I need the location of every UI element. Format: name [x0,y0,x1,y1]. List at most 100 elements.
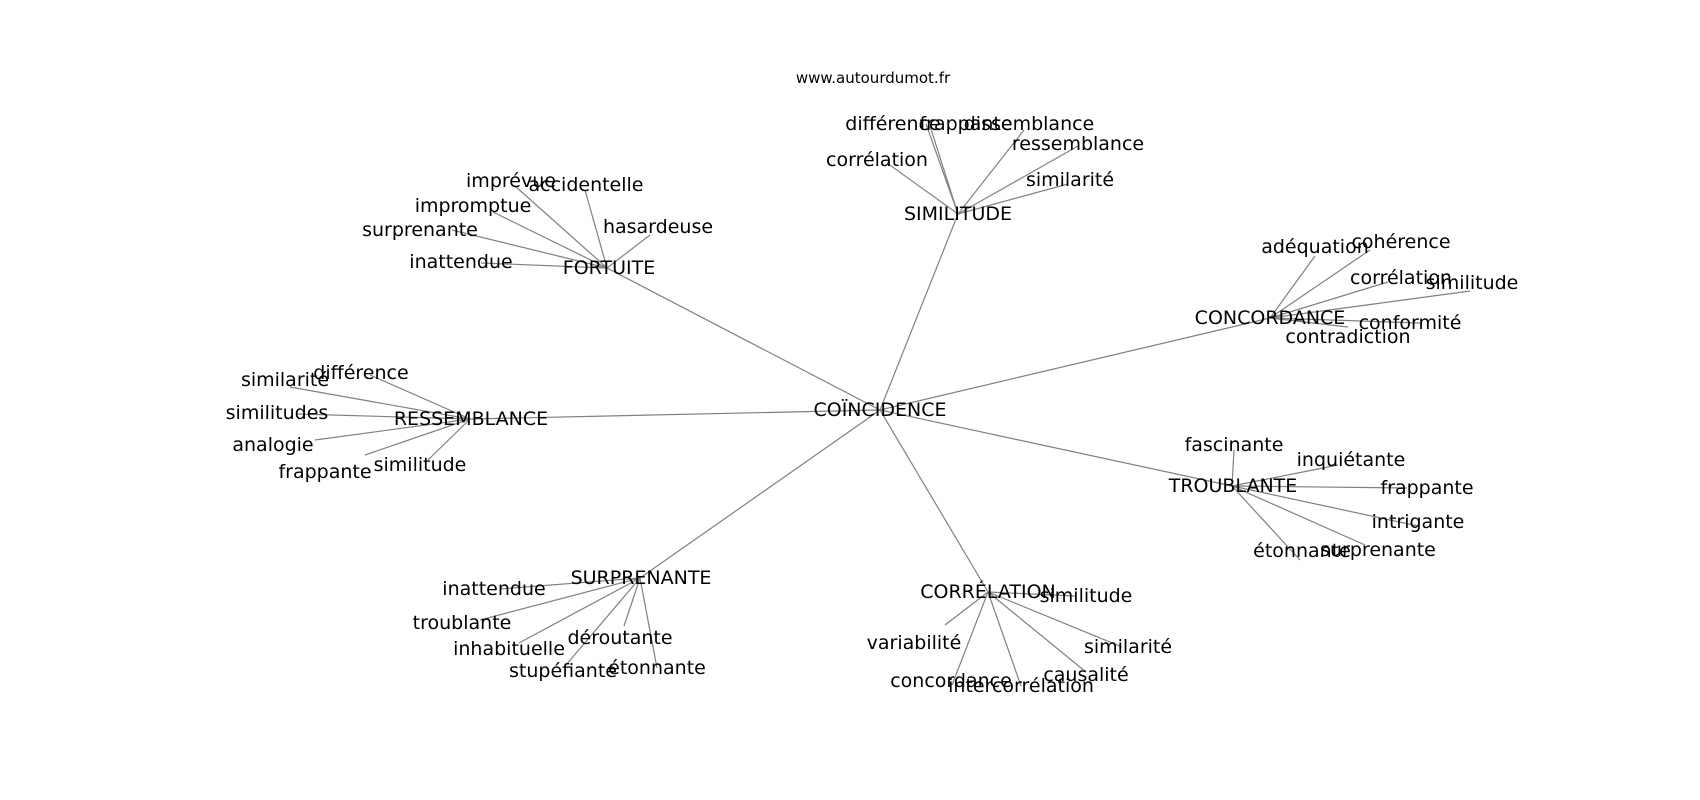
leaf-node-correlation-intercorrelation: intercorrélation [948,675,1094,697]
edge-similitude-similarite [957,183,1069,215]
edge-similitude-frappante [929,125,959,215]
edge-concordance-correlation [1269,281,1389,319]
edge-troublante-intrigante [1231,485,1419,527]
edge-ressemblance-similarite [289,386,471,420]
edge-correlation-intercorrelation [987,591,1022,687]
edge-surprenante-deroutante [623,577,641,627]
edge-concordance-coherence [1269,249,1371,319]
leaf-node-concordance-contradiction: contradiction [1285,326,1410,348]
leaf-node-troublante-surprenante: surprenante [1320,539,1436,561]
edge-surprenante-inattendue [499,577,641,590]
hub-node-ressemblance: RESSEMBLANCE [394,408,548,430]
edge-root-similitude [879,213,959,411]
edge-concordance-contradiction [1269,317,1349,328]
leaf-node-surprenante-inhabituelle: inhabituelle [453,638,565,660]
leaf-node-similitude-similarite: similarité [1026,169,1114,191]
edge-ressemblance-similitude [427,418,471,461]
leaf-node-similitude-correlation: corrélation [826,149,928,171]
edge-correlation-similitude [987,591,1076,597]
hub-node-troublante: TROUBLANTE [1168,475,1298,497]
edge-root-correlation [879,409,989,593]
leaf-node-fortuite-hasardeuse: hasardeuse [603,216,713,238]
leaf-node-correlation-variabilite: variabilité [867,632,962,654]
leaf-node-concordance-correlation: corrélation [1350,267,1452,289]
leaf-node-fortuite-surprenante: surprenante [362,219,478,241]
hub-node-concordance: CONCORDANCE [1195,307,1346,329]
edge-similitude-ressemblance [957,145,1079,215]
leaf-node-concordance-similitude: similitude [1426,272,1519,294]
hub-node-surprenante: SURPRENANTE [571,567,712,589]
edge-correlation-concordance [951,591,989,686]
edge-correlation-similarite [987,591,1123,648]
labels-layer: www.autourdumot.fr COÏNCIDENCE SIMILITUDE… [226,69,1519,697]
hub-node-fortuite: FORTUITE [563,257,655,279]
edge-ressemblance-similitudes [296,413,471,420]
edge-fortuite-impromptue [492,211,608,269]
leaf-node-ressemblance-analogie: analogie [232,434,313,456]
edge-surprenante-troublante [479,577,641,621]
leaf-node-concordance-adequation: adéquation [1261,236,1369,258]
edge-troublante-fascinante [1231,449,1235,487]
edge-fortuite-accidentelle [584,189,608,269]
leaf-node-ressemblance-similarite: similarité [241,369,329,391]
leaf-node-troublante-etonnante: étonnante [1253,540,1351,562]
leaf-node-fortuite-impromptue: impromptue [415,195,532,217]
leaf-node-ressemblance-difference: différence [313,362,408,384]
leaf-node-similitude-frappante: frappante [919,113,1012,135]
leaf-node-correlation-similarite: similarité [1084,636,1172,658]
edge-troublante-surprenante [1231,485,1366,546]
edge-concordance-adequation [1269,255,1316,319]
hub-node-correlation: CORRÉLATION [920,580,1056,603]
edge-surprenante-inhabituelle [518,577,641,644]
leaf-node-correlation-concordance: concordance [890,670,1012,692]
leaf-node-surprenante-troublante: troublante [413,612,512,634]
leaf-node-surprenante-deroutante: déroutante [567,627,672,649]
edge-concordance-similitude [1269,290,1471,319]
edge-fortuite-inattendue [480,262,608,269]
leaf-node-correlation-causalite: causalité [1043,664,1128,686]
root-node-label: COÏNCIDENCE [813,398,946,421]
edge-root-surprenante [639,409,881,579]
leaf-node-troublante-fascinante: fascinante [1185,434,1284,456]
edge-surprenante-stupefiante [565,577,641,666]
edge-concordance-conformite [1269,317,1421,324]
leaf-node-surprenante-stupefiante: stupéfiante [509,660,617,682]
edge-fortuite-hasardeuse [606,234,651,269]
edge-root-concordance [879,317,1271,411]
leaf-node-surprenante-etonnante: étonnante [608,657,706,679]
leaf-node-concordance-conformite: conformité [1359,312,1462,334]
edge-ressemblance-analogie [314,418,471,441]
leaf-node-fortuite-inattendue: inattendue [409,251,512,273]
edge-troublante-frappante [1231,485,1408,489]
edge-ressemblance-difference [369,374,471,420]
leaf-node-similitude-ressemblance: ressemblance [1012,133,1144,155]
edge-root-ressemblance [469,409,881,420]
leaf-node-similitude-difference: différence [845,113,940,135]
edge-root-troublante [879,409,1233,487]
leaf-node-ressemblance-similitude: similitude [374,454,467,476]
edge-troublante-etonnante [1231,485,1301,561]
leaf-node-troublante-inquietante: inquiétante [1297,449,1406,471]
edge-fortuite-imprevue [514,185,608,269]
leaf-node-ressemblance-similitudes: similitudes [226,402,329,424]
edge-troublante-inquietante [1231,464,1339,487]
edge-fortuite-surprenante [451,229,608,269]
leaf-node-similitude-dissemblance: dissemblance [964,113,1095,135]
leaf-node-troublante-intrigante: intrigante [1372,511,1465,533]
leaf-node-fortuite-accidentelle: accidentelle [529,174,644,196]
hub-node-similitude: SIMILITUDE [904,203,1012,225]
leaf-node-concordance-coherence: cohérence [1351,231,1450,253]
edge-correlation-variabilite [944,591,989,626]
leaf-node-ressemblance-frappante: frappante [278,461,371,483]
edges-layer [289,123,1471,687]
edge-correlation-causalite [987,591,1087,673]
edge-ressemblance-frappante [364,418,471,456]
leaf-node-surprenante-inattendue: inattendue [442,578,545,600]
edge-similitude-correlation [886,162,959,215]
edge-similitude-dissemblance [957,129,1025,215]
edge-root-fortuite [606,267,881,411]
leaf-node-correlation-similitude: similitude [1040,585,1133,607]
edge-surprenante-etonnante [639,577,658,669]
watermark-text: www.autourdumot.fr [796,69,951,87]
